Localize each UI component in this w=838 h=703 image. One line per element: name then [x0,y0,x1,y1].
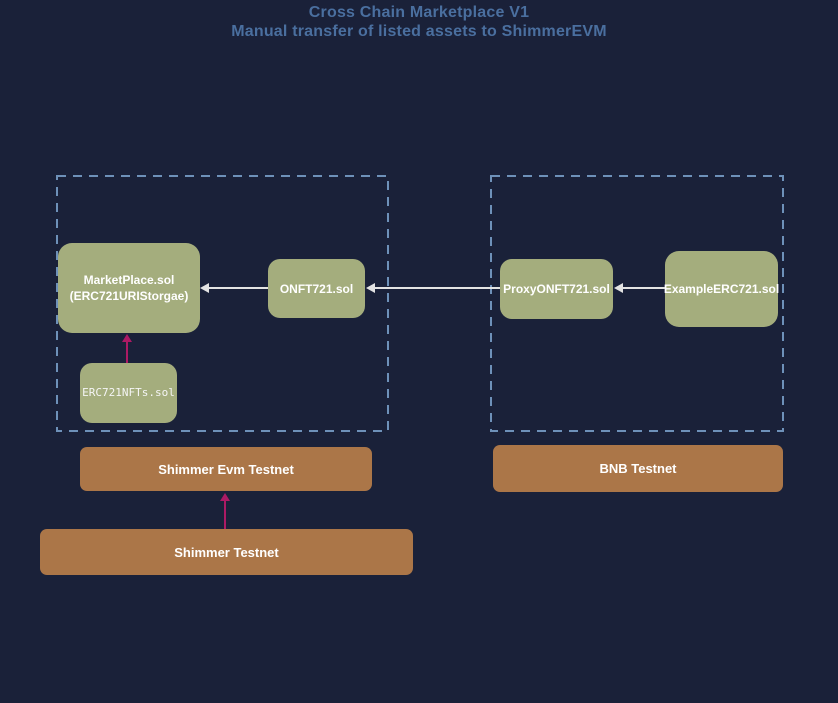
arrow-line [623,287,665,289]
node-label: ProxyONFT721.sol [503,282,610,296]
dashed-border [56,175,389,432]
node-label: ExampleERC721.sol [663,282,780,296]
chain-label: Shimmer Evm Testnet [158,461,294,477]
arrowhead-left-icon [200,283,209,293]
arrow-line [375,287,500,289]
chain-shimmer-testnet: Shimmer Testnet [40,529,413,575]
node-marketplace-sol: MarketPlace.sol (ERC721URIStorgae) [58,243,200,333]
node-sublabel: (ERC721URIStorgae) [69,289,189,303]
group-shimmer-evm-testnet [56,175,389,432]
arrowhead-up-icon [122,334,132,342]
node-onft721-sol: ONFT721.sol [268,259,365,318]
node-label: ERC721NFTs.sol [82,386,175,399]
arrow-line [126,341,128,363]
arrowhead-left-icon [614,283,623,293]
arrow-line [209,287,268,289]
chain-label: BNB Testnet [599,461,677,476]
arrowhead-up-icon [220,493,230,501]
chain-bnb-testnet: BNB Testnet [493,445,783,492]
node-proxy-onft721-sol: ProxyONFT721.sol [500,259,613,319]
dashed-border [490,175,784,432]
arrowhead-left-icon [366,283,375,293]
node-erc721nfts-sol: ERC721NFTs.sol [80,363,177,423]
chain-label: Shimmer Testnet [174,544,279,560]
chain-shimmer-evm-testnet: Shimmer Evm Testnet [80,447,372,491]
node-label: ONFT721.sol [279,281,354,296]
diagram-title: Cross Chain Marketplace V1 Manual transf… [0,3,838,41]
node-example-erc721-sol: ExampleERC721.sol [663,251,780,327]
title-line-1: Cross Chain Marketplace V1 [308,4,530,21]
node-label: MarketPlace.sol [83,273,175,287]
group-bnb-testnet [490,175,784,432]
arrow-line [224,500,226,529]
title-line-2: Manual transfer of listed assets to Shim… [231,23,607,40]
